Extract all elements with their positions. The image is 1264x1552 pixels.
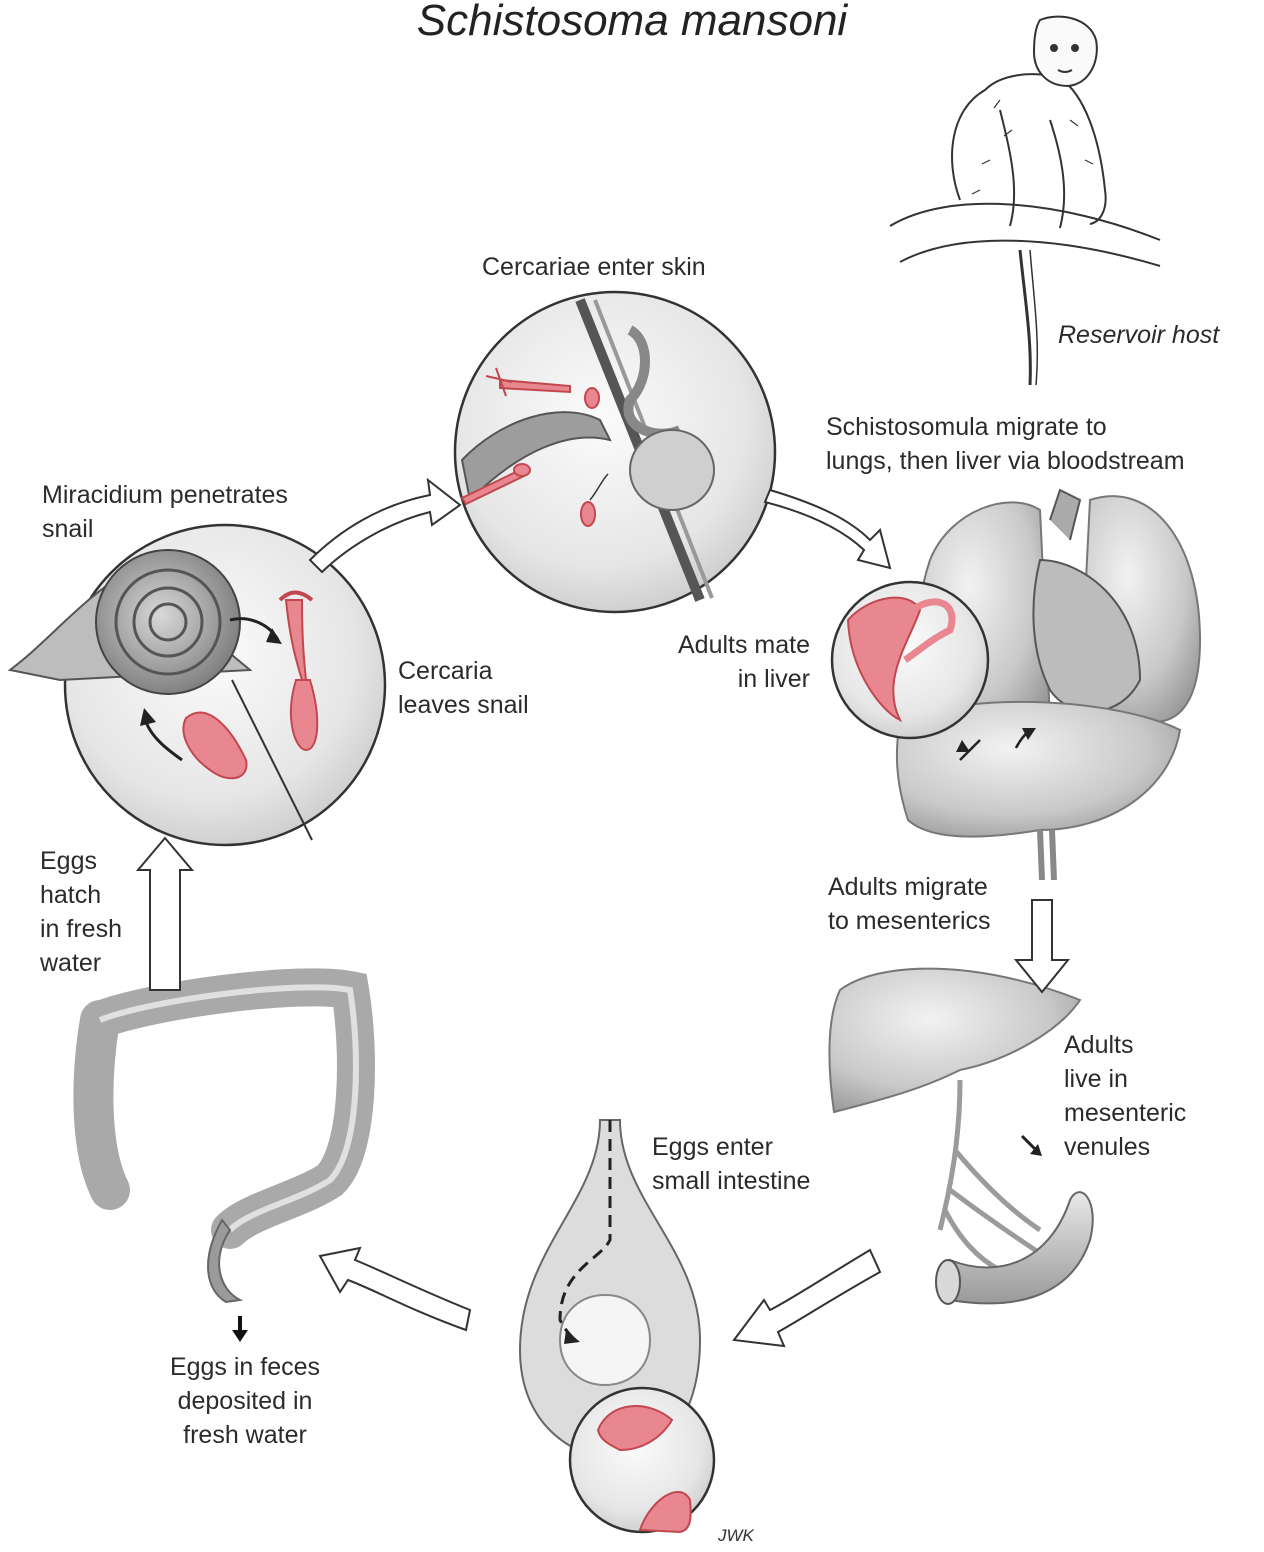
label-adults-migrate: Adults migrate to mesenterics [828, 870, 1048, 938]
label-cercariae-enter-skin: Cercariae enter skin [482, 250, 782, 284]
label-eggs-in-feces: Eggs in feces deposited in fresh water [140, 1350, 350, 1452]
arrow-mesenterics-to-intestine [734, 1250, 880, 1346]
label-adults-mate: Adults mate in liver [640, 628, 810, 696]
diagram-title: Schistosoma mansoni [0, 0, 1264, 48]
skin-penetration-circle [455, 292, 775, 612]
label-schistosomula-migrate: Schistosomula migrate to lungs, then liv… [826, 410, 1256, 478]
large-intestine [93, 987, 356, 1342]
snail-circle [10, 525, 385, 845]
label-reservoir-host: Reservoir host [1058, 318, 1258, 352]
label-eggs-enter: Eggs enter small intestine [652, 1130, 872, 1198]
label-adults-live: Adults live in mesenteric venules [1064, 1028, 1244, 1164]
arrow-intestine-to-colon [320, 1248, 470, 1330]
label-cercaria-leaves: Cercaria leaves snail [398, 654, 578, 722]
label-miracidium-penetrates: Miracidium penetrates snail [42, 478, 342, 546]
arrow-skin-to-liver [765, 490, 890, 568]
label-eggs-hatch: Eggs hatch in fresh water [40, 844, 160, 980]
artist-signature: JWK [718, 1526, 778, 1546]
